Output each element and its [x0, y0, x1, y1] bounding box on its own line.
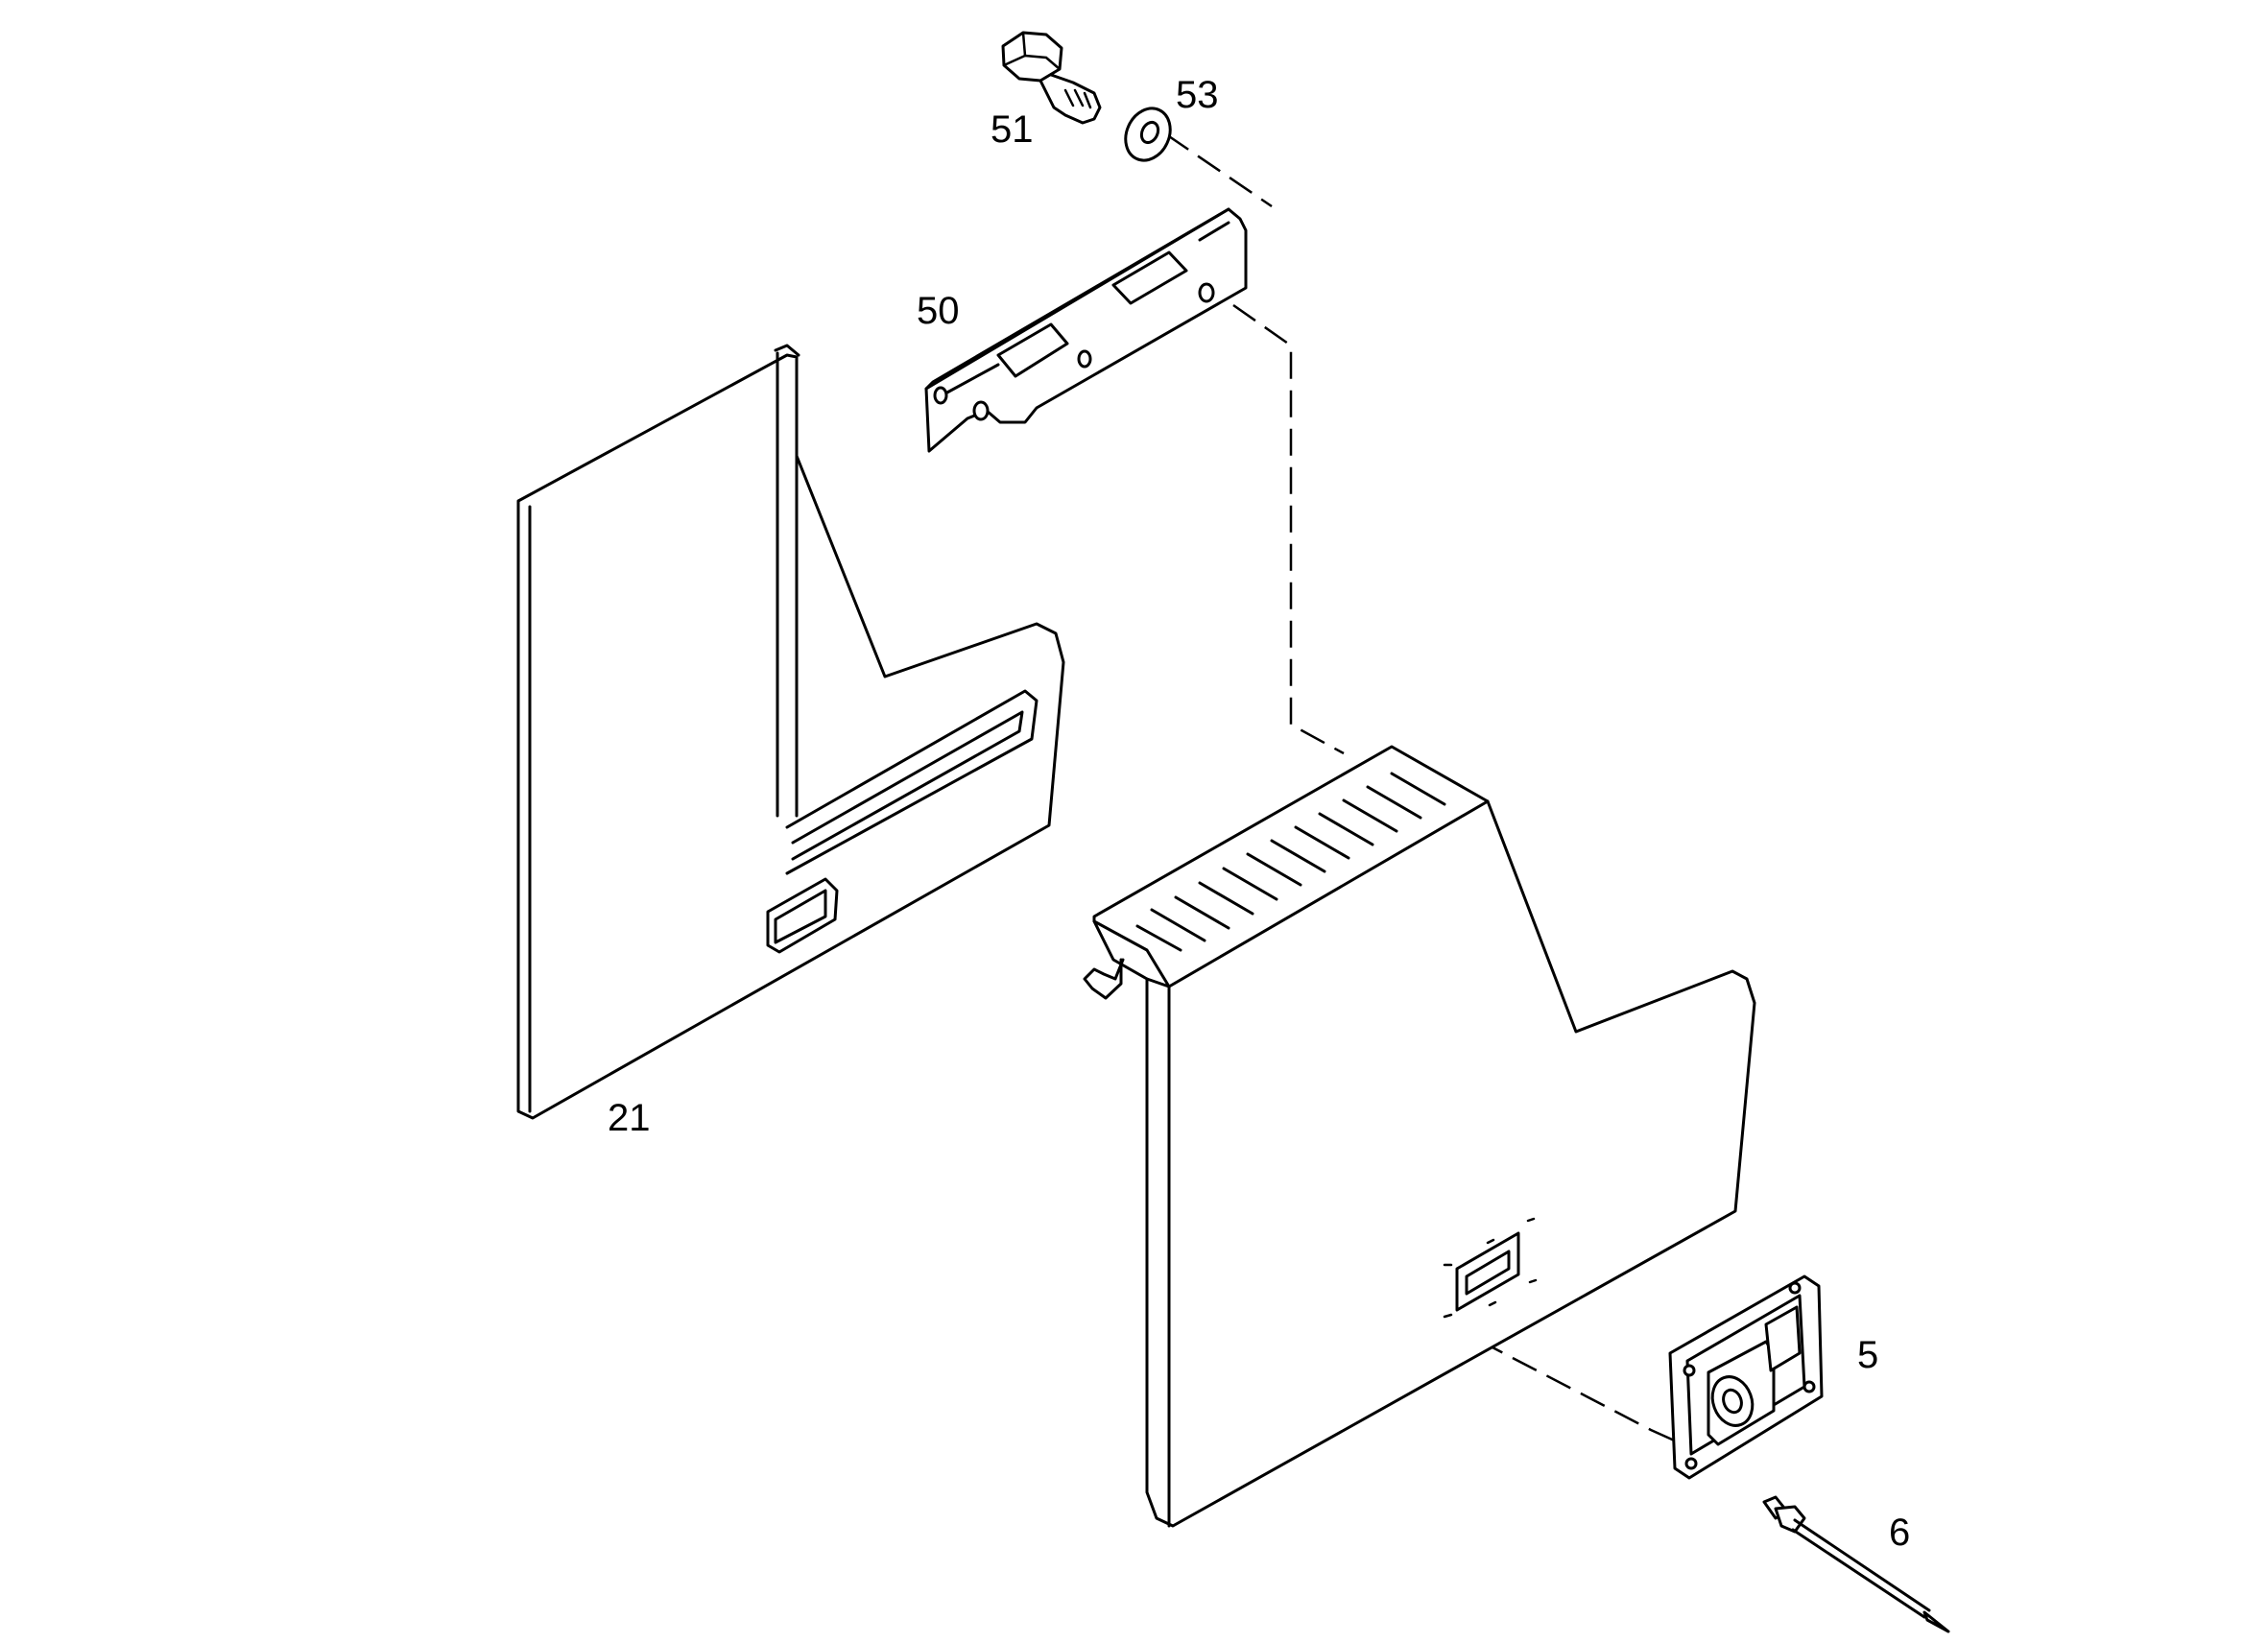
vent-slots	[1135, 772, 1446, 952]
assembly-lines	[1165, 132, 1690, 1449]
callout-labels: 51 53 50 21 5 6	[608, 74, 1910, 1554]
cover-panel	[1083, 745, 1756, 1528]
dash-washer-to-hinge	[1165, 132, 1273, 208]
callout-5: 5	[1857, 1334, 1878, 1376]
washer-part-53	[1124, 107, 1172, 162]
callout-51: 51	[991, 108, 1034, 151]
callout-21: 21	[608, 1097, 651, 1139]
dash-panel-to-latch	[1444, 1321, 1690, 1449]
callout-50: 50	[917, 290, 960, 332]
callout-53: 53	[1176, 74, 1219, 116]
rivet-part-6	[1762, 1495, 1950, 1633]
hinge-part-50	[924, 207, 1248, 453]
bolt-part-51	[1001, 31, 1102, 125]
dash-hinge-to-panel	[1232, 303, 1345, 755]
inner-panel-part-21	[516, 344, 1065, 1120]
callout-6: 6	[1889, 1512, 1910, 1554]
latch-part-5	[1668, 1274, 1824, 1480]
